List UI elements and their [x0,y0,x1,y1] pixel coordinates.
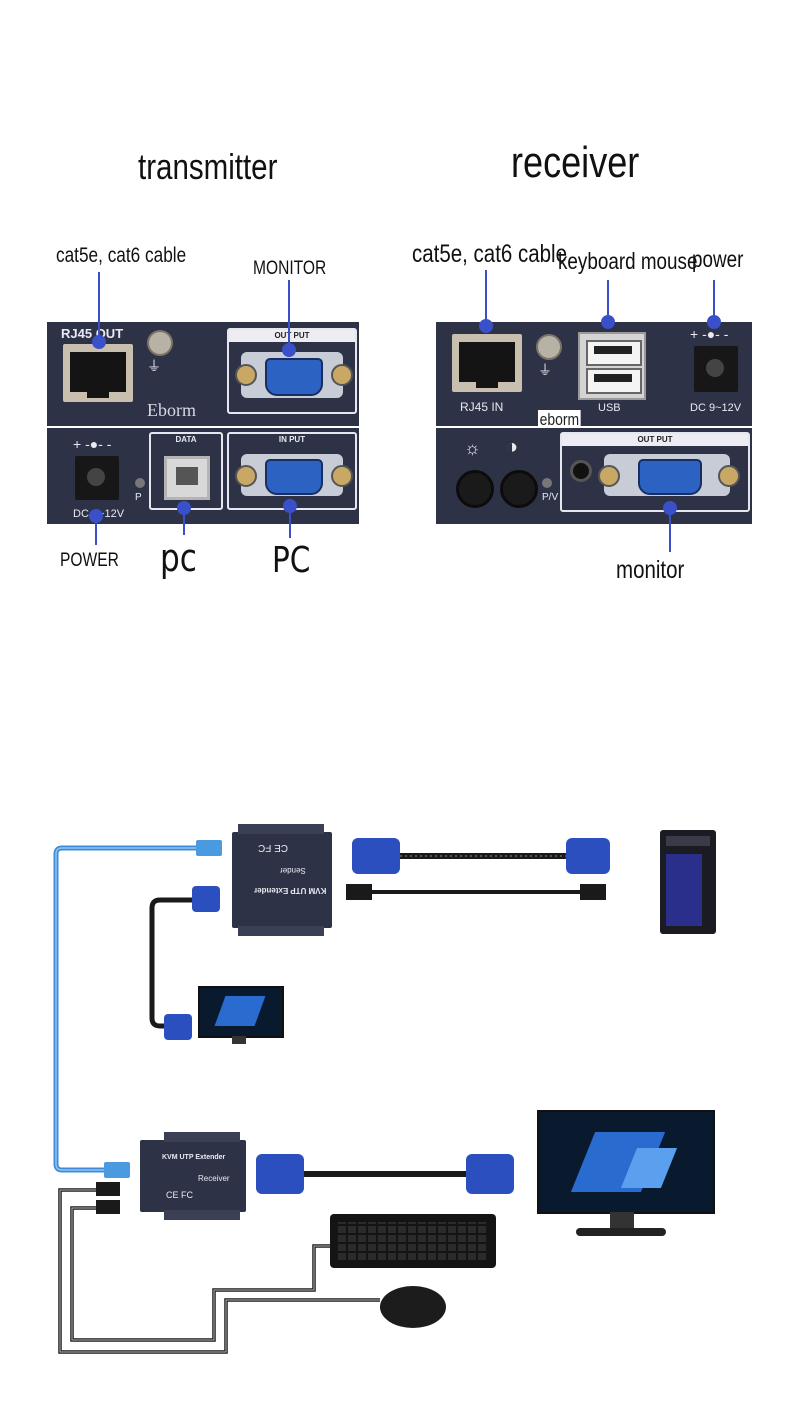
output-vga-box: OUT PUT [227,328,357,414]
receiver-cable-label: cat5e, cat6 cable [412,240,567,268]
usb-connector [346,884,372,900]
sender-device: CE FC Sender KVM UTP Extender [232,824,332,936]
ground-symbol-icon: ⏚ [538,362,552,378]
brightness-icon: ☼ [464,438,481,458]
vga-connector [192,886,220,912]
rj45-in-port [452,334,522,392]
transmitter-callouts [89,272,297,545]
receiver-callouts [479,270,721,552]
receiver-title: receiver [511,138,640,187]
transmitter-power-label: POWER [60,550,119,571]
small-monitor-stand [232,1036,246,1044]
usb-b-port [164,456,210,500]
rj45-port [63,344,133,402]
transmitter-title: transmitter [138,146,278,187]
vga-port-receiver [598,454,740,496]
transmitter-cable-label: cat5e, cat6 cable [56,244,187,267]
receiver-dc-label: DC 9~12V [690,402,742,414]
dc-jack [75,456,119,500]
eborm-brand-label: Eborm [147,400,196,420]
data-usb-box: DATA [149,432,223,510]
brightness-knob [456,470,494,508]
pc-tower-icon [660,830,716,934]
ground-screw-icon [536,334,562,360]
receiver-eborm-label: eborm [538,410,581,430]
large-monitor-stand [610,1212,634,1228]
p-label: P [135,492,142,503]
transmitter-panel-bottom: + -●- - DC 9~12V P DATA IN PUT [47,428,359,524]
mouse-icon [380,1286,446,1328]
rj45-plug-bottom [104,1162,130,1178]
usb-connector [96,1200,120,1214]
sender-subtitle: Sender [280,866,306,875]
usb-connector [96,1182,120,1196]
transmitter-pc-label-2: PC [272,540,311,581]
data-label: DATA [175,435,197,444]
receiver-device: KVM UTP Extender Receiver CE FC [140,1132,246,1220]
vga-connector [256,1154,304,1194]
receiver-ce-mark: CE FC [166,1190,193,1200]
pv-label: P/V [542,492,559,503]
power-led [135,478,145,488]
sender-ce-mark: CE FC [258,842,288,853]
rj45-in-label: RJ45 IN [460,400,504,414]
ground-screw-icon [147,330,173,356]
contrast-icon: ◑ [506,436,519,458]
receiver-keyboard-label: keyboard mouse [558,248,698,274]
receiver-dc-jack [694,346,738,392]
vga-connector [164,1014,192,1040]
input-label: IN PUT [278,435,306,444]
keyboard-icon [330,1214,496,1268]
receiver-output-box: OUT PUT [560,432,750,512]
receiver-panel-bottom: ☼ ◑ P/V OUT PUT [436,428,752,524]
receiver-device-title: KVM UTP Extender [162,1154,226,1161]
small-monitor-icon [198,986,284,1038]
usb-a-ports [578,332,646,400]
receiver-power-label: power [692,246,744,272]
vga-connector [352,838,400,874]
vga-port-output [235,352,353,398]
transmitter-pc-label-1: pc [160,536,197,580]
receiver-panel-top: RJ45 IN ⏚ USB + -●- - DC 9~12V [436,322,752,426]
transmitter-monitor-label: MONITOR [253,258,327,279]
ground-symbol-icon: ⏚ [147,358,161,374]
large-monitor-base [576,1228,666,1236]
usb-connector [580,884,606,900]
receiver-output-label: OUT PUT [562,434,748,446]
rj45-plug-top [196,840,222,856]
receiver-power-symbol: + -●- - [690,326,729,342]
output-label: OUT PUT [229,330,355,342]
pv-led [542,478,552,488]
transmitter-panel-top: RJ45 OUT ⏚ OUT PUT Eborm [47,322,359,426]
rj45-out-label: RJ45 OUT [61,326,124,341]
sender-title: KVM UTP Extender [254,886,327,895]
vga-connector [466,1154,514,1194]
receiver-monitor-label: monitor [616,556,685,584]
receiver-device-subtitle: Receiver [198,1174,230,1183]
audio-jack [570,460,592,482]
usb-label: USB [598,402,621,414]
vga-port-input [235,454,353,496]
large-monitor-icon [537,1110,715,1214]
power-symbol: + -●- - [73,436,112,452]
vga-connector [566,838,610,874]
contrast-knob [500,470,538,508]
